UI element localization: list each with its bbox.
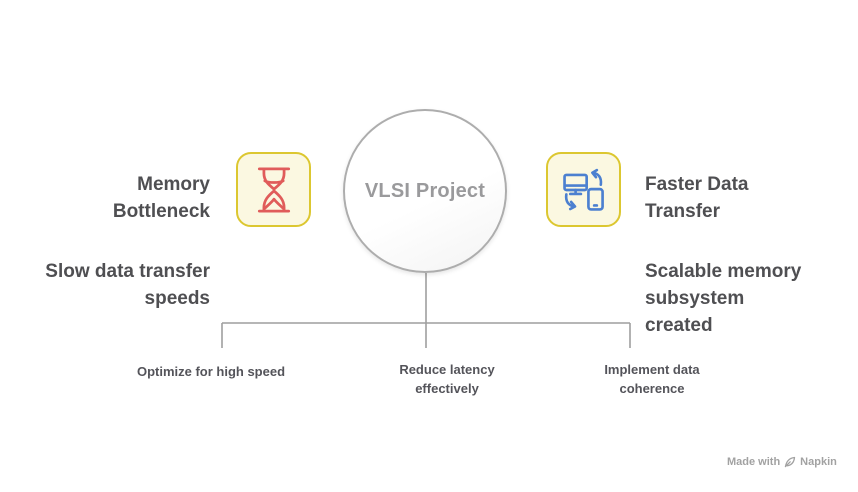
center-node-label: VLSI Project	[364, 179, 486, 202]
center-node: VLSI Project	[343, 109, 507, 273]
watermark-prefix: Made with	[727, 456, 781, 468]
left-text-block: Memory Bottleneck Slow data transfer spe…	[0, 153, 210, 330]
memory-bottleneck-icon-box	[236, 152, 311, 227]
left-node-title: Memory Bottleneck	[112, 174, 210, 222]
branch-label-coherence: Implement data coherence	[604, 362, 700, 396]
napkin-logo-icon	[785, 456, 796, 468]
branch-label-latency: Reduce latency effectively	[399, 362, 495, 396]
watermark-brand: Napkin	[800, 456, 837, 468]
left-node-subtitle: Slow data transfer speeds	[45, 261, 210, 309]
hourglass-icon	[257, 167, 290, 212]
branch-label-optimize: Optimize for high speed	[136, 364, 286, 379]
faster-data-transfer-icon-box	[546, 152, 621, 227]
right-node-subtitle: Scalable memory subsystem created	[645, 261, 802, 336]
right-node-title: Faster Data Transfer	[645, 174, 749, 222]
right-text-block: Faster Data Transfer Scalable memory sub…	[645, 153, 855, 357]
data-transfer-icon	[562, 168, 604, 211]
watermark: Made with Napkin	[727, 456, 837, 468]
